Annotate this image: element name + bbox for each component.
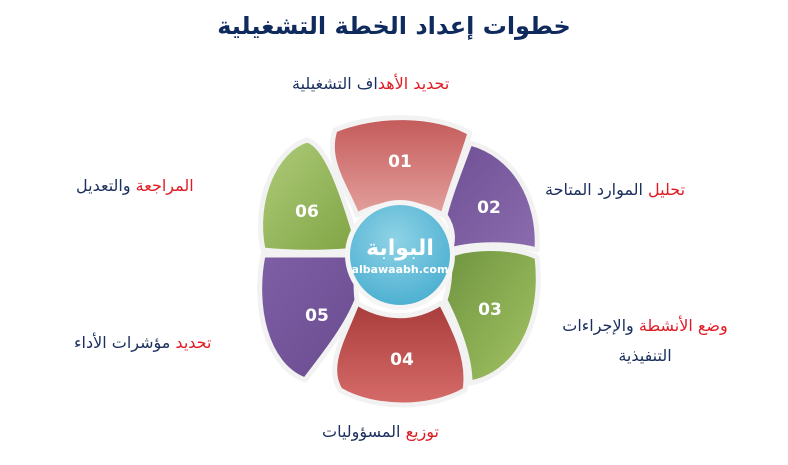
step-02-number: 02 [477,198,501,218]
step-04-number: 04 [390,350,414,370]
step-03-text: والإجراءات [562,316,639,335]
step-05-number: 05 [305,306,329,326]
step-04-highlight: توزيع [405,422,439,441]
flower-diagram: البوابة albawaabh.com 01 02 03 04 05 06 [257,115,541,408]
petal-06 [258,137,358,255]
step-06-label: المراجعة والتعديل [76,174,194,198]
step-02-highlight: تحليل [648,180,686,199]
step-05-text: مؤشرات الأداء [74,333,176,352]
logo-arabic-text: البوابة [366,236,434,261]
step-06-highlight: المراجعة [135,176,194,195]
step-06-number: 06 [295,202,319,222]
step-04-text: المسؤوليات [322,422,406,441]
step-03-text-line2: التنفيذية [618,346,672,365]
step-05-highlight: تحديد [175,333,212,352]
step-01-number: 01 [388,152,412,172]
step-01-highlight: تحديد الأهد [377,74,450,93]
petal-04 [332,300,469,408]
step-03-highlight: وضع الأنشطة [638,316,728,335]
step-02-label: تحليل الموارد المتاحة [545,178,685,202]
diagram-title: خطوات إعداد الخطة التشغيلية [217,12,571,40]
step-03-label: وضع الأنشطة والإجراءات التنفيذية [540,314,750,368]
logo-url-text: albawaabh.com [352,263,449,276]
step-01-label: تحديد الأهداف التشغيلية [292,72,449,96]
step-04-label: توزيع المسؤوليات [322,420,439,444]
step-01-text: اف التشغيلية [292,74,378,93]
center-logo: البوابة albawaabh.com [345,200,455,310]
step-06-text: والتعديل [76,176,136,195]
step-03-number: 03 [478,300,502,320]
step-02-text: الموارد المتاحة [545,180,649,199]
step-05-label: تحديد مؤشرات الأداء [74,331,211,355]
